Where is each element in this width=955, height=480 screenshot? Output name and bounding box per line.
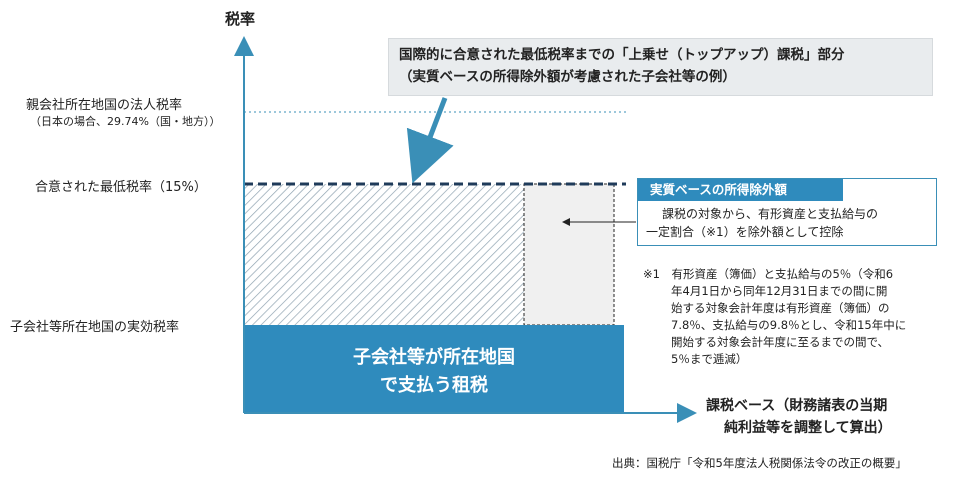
- note-line-2: 年4月1日から同年12月31日までの間に開: [671, 284, 888, 298]
- subsidiary-rate-label: 子会社等所在地国の実効税率: [10, 320, 180, 335]
- callout-line-2: （実質ベースの所得除外額が考慮された子会社等の例）: [399, 69, 736, 85]
- tax-paid-line-1: 子会社等が所在地国: [353, 347, 515, 368]
- note-line-4: 7.8％、支払給与の9.8％とし、令和15年中に: [671, 318, 907, 332]
- footnote: ※1 有形資産（簿価）と支払給与の5％（令和6 年4月1日から同年12月31日ま…: [643, 266, 948, 368]
- tax-paid-text: 子会社等が所在地国 で支払う租税: [244, 344, 624, 400]
- exclusion-box: 実質ベースの所得除外額 課税の対象から、有形資産と支払給与の 一定割合（※1）を…: [637, 178, 937, 246]
- exclusion-line-2: 一定割合（※1）を除外額として控除: [646, 225, 844, 239]
- parent-rate-label: 親会社所在地国の法人税率: [26, 98, 183, 113]
- y-axis-title: 税率: [225, 10, 256, 28]
- note-line-5: 開始する対象会計年度に至るまでの間で、: [671, 335, 890, 349]
- callout-arrow: [406, 97, 454, 184]
- top-up-tax-area: [244, 184, 524, 325]
- callout-line-1: 国際的に合意された最低税率までの「上乗せ（トップアップ）課税」部分: [399, 47, 845, 63]
- x-axis-label-line-2: 純利益等を調整して算出）: [724, 420, 892, 436]
- note-line-6: 5％まで逓減）: [671, 352, 748, 366]
- exclusion-box-body: 課税の対象から、有形資産と支払給与の 一定割合（※1）を除外額として控除: [646, 205, 930, 241]
- minimum-rate-label: 合意された最低税率（15%）: [35, 180, 207, 195]
- tax-paid-line-2: で支払う租税: [380, 375, 488, 396]
- source-note: 出典：国税庁「令和5年度法人税関係法令の改正の概要」: [612, 456, 907, 470]
- x-axis-label-line-1: 課税ベース（財務諸表の当期: [706, 398, 888, 414]
- exclusion-box-title: 実質ベースの所得除外額: [638, 179, 843, 201]
- tax-paid-block: [244, 325, 624, 413]
- note-line-3: 始する対象会計年度は有形資産（簿価）の: [671, 301, 890, 315]
- substance-exclusion-area: [523, 183, 615, 326]
- note-line-1: ※1 有形資産（簿価）と支払給与の5％（令和6: [643, 267, 894, 281]
- top-up-callout: 国際的に合意された最低税率までの「上乗せ（トップアップ）課税」部分 （実質ベース…: [388, 38, 933, 96]
- parent-rate-sublabel: （日本の場合、29.74%（国・地方））: [30, 115, 221, 128]
- exclusion-line-1: 課税の対象から、有形資産と支払給与の: [662, 207, 879, 221]
- x-axis-label: 課税ベース（財務諸表の当期 純利益等を調整して算出）: [706, 395, 892, 439]
